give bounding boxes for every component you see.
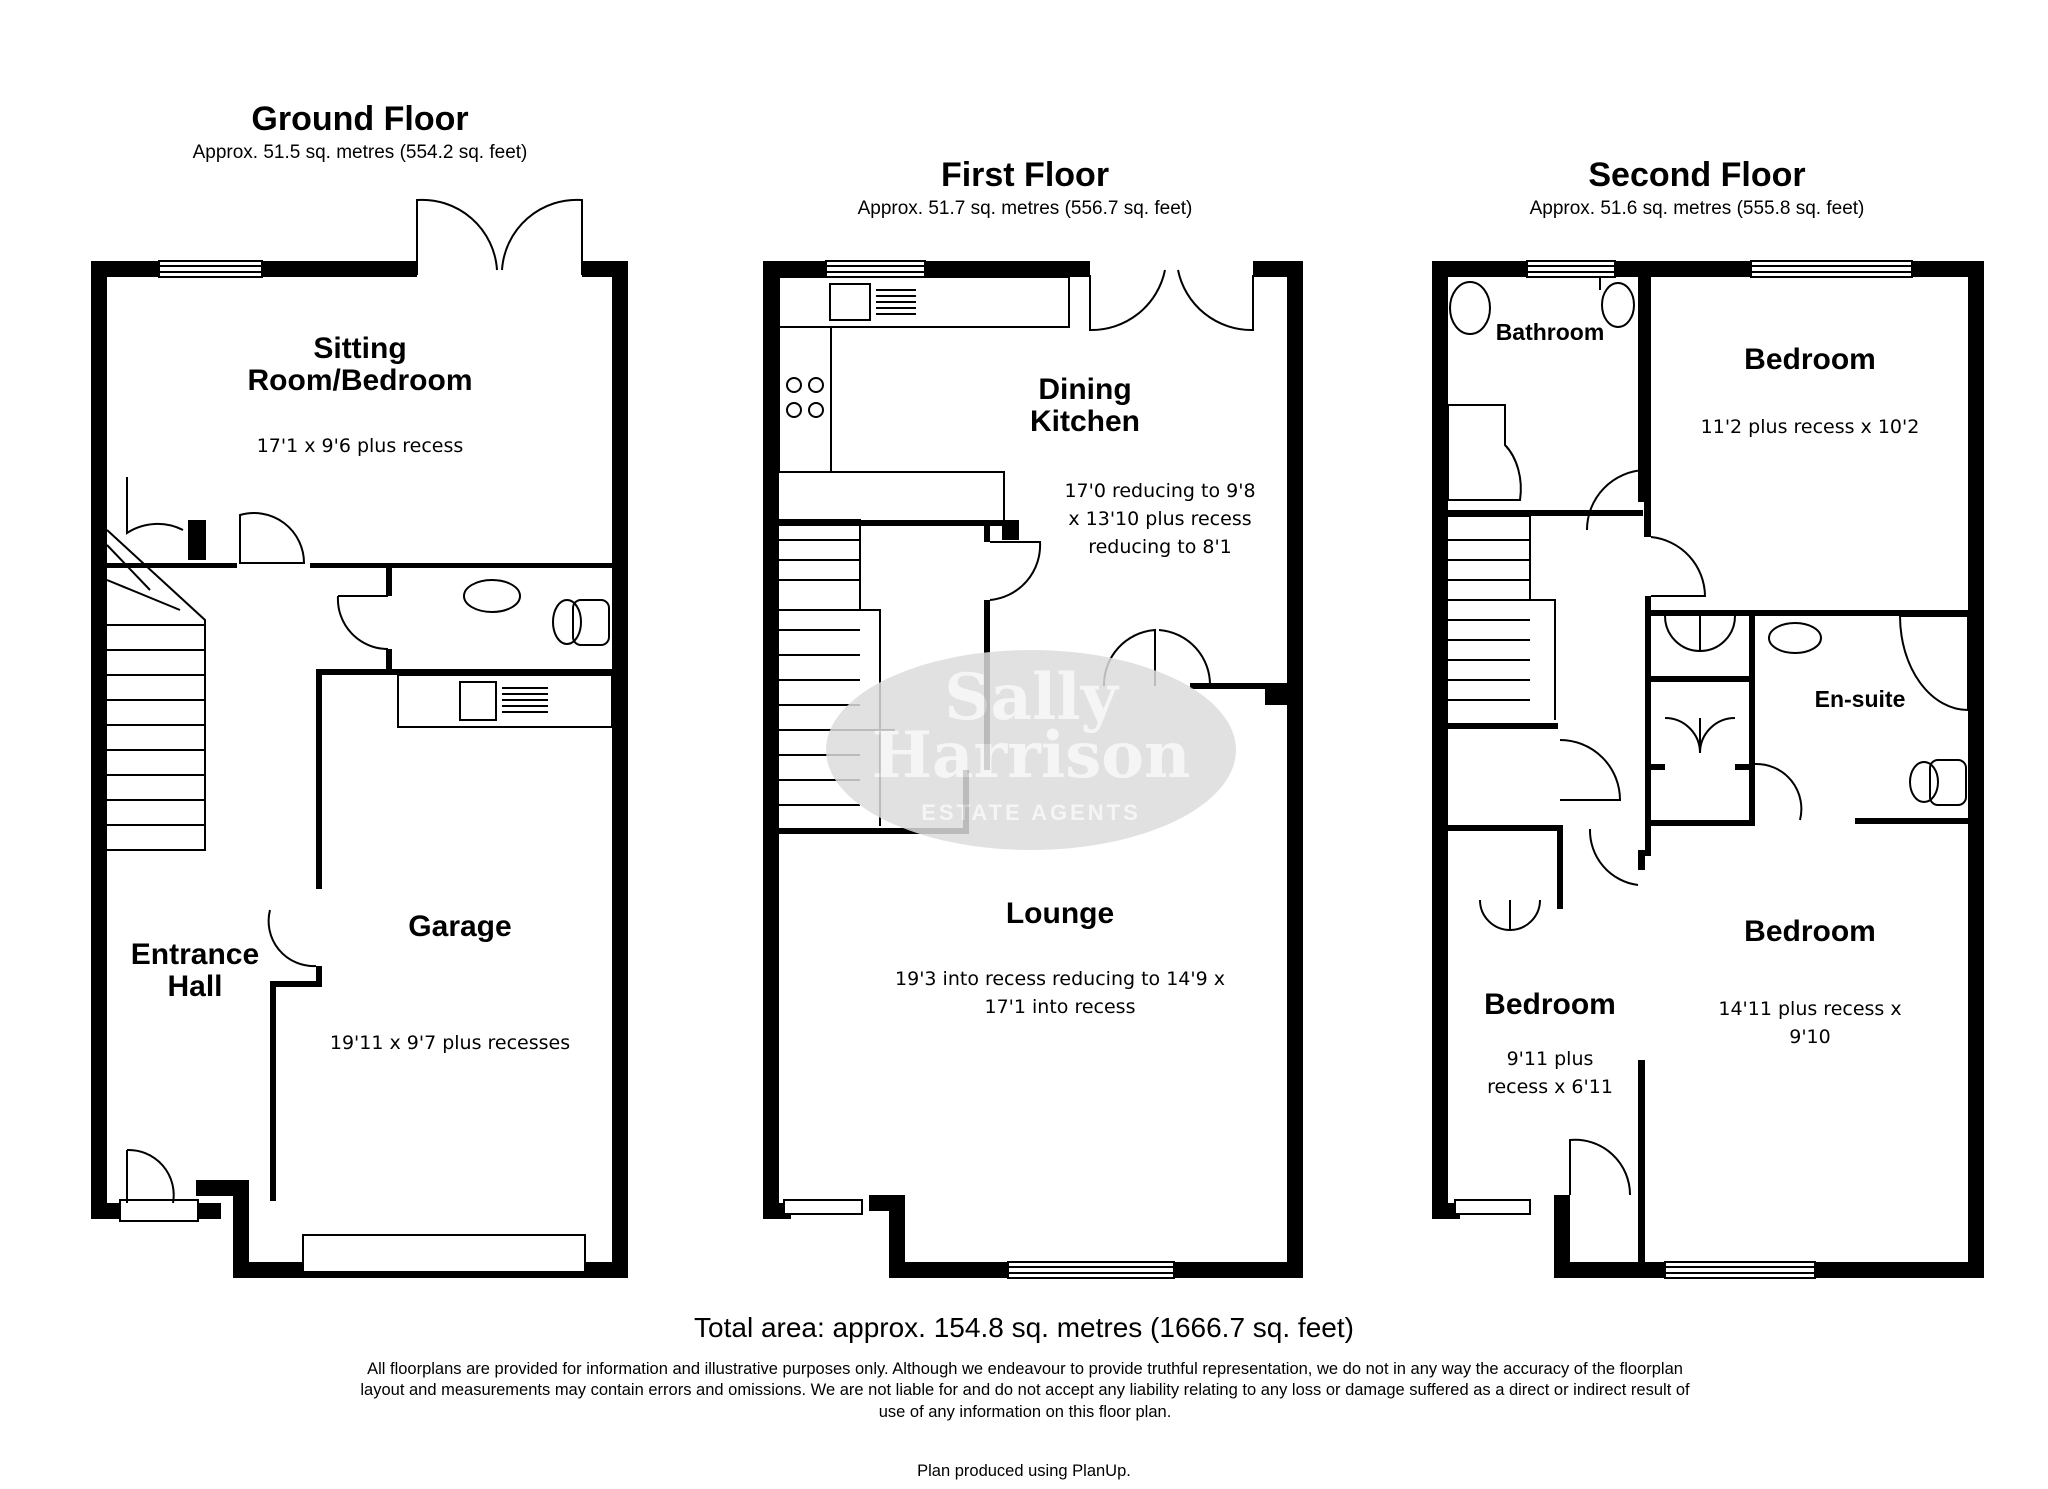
disclaimer: All floorplans are provided for informat… [360,1360,1690,1421]
sitting-room-dimensions: 17'1 x 9'6 plus recess [256,435,464,457]
watermark-name-line2: Harrison [871,718,1191,793]
garage-dimensions: 19'11 x 9'7 plus recesses [329,1032,571,1054]
rear-right-bedroom-dimensions-line2: 9'10 [1789,1026,1831,1048]
lounge-dimensions-line1: 19'3 into recess reducing to 14'9 x [895,968,1225,990]
rear-left-bedroom-dimensions-line1: 9'11 plus [1506,1048,1594,1070]
estate-agent-watermark: Sally Harrison ESTATE AGENTS [826,650,1236,850]
rear-right-bedroom-dimensions-line1: 14'11 plus recess x [1718,998,1902,1020]
second-floor-title: Second Floor [1588,156,1806,194]
ground-floor-title: Ground Floor [251,100,469,138]
front-bedroom-dimensions: 11'2 plus recess x 10'2 [1700,416,1920,438]
produced-by: Plan produced using PlanUp. [917,1462,1131,1480]
watermark-name-line1: Sally [944,660,1118,735]
lounge-dimensions-line2: 17'1 into recess [984,996,1136,1018]
entrance-hall-name-line2: Hall [167,970,223,1003]
sitting-room-name-line1: Sitting [313,332,407,365]
total-area: Total area: approx. 154.8 sq. metres (16… [694,1312,1354,1343]
bathroom-name: Bathroom [1495,319,1605,345]
dining-kitchen-dimensions-line3: reducing to 8'1 [1088,536,1232,558]
first-floor-plan [763,260,1303,1279]
watermark-tagline: ESTATE AGENTS [921,800,1141,825]
rear-left-bedroom-dimensions-line2: recess x 6'11 [1487,1076,1613,1098]
ground-floor-area: Approx. 51.5 sq. metres (554.2 sq. feet) [192,142,528,163]
dining-kitchen-dimensions-line1: 17'0 reducing to 9'8 [1064,480,1256,502]
first-floor-area: Approx. 51.7 sq. metres (556.7 sq. feet) [857,198,1193,219]
ground-floor-plan [91,198,628,1278]
sitting-room-name-line2: Room/Bedroom [247,364,473,397]
rear-left-bedroom-name: Bedroom [1484,988,1616,1021]
dining-kitchen-name-line2: Kitchen [1029,405,1140,438]
entrance-hall-name-line1: Entrance [130,938,260,971]
dining-kitchen-name-line1: Dining [1038,373,1132,406]
ensuite-name: En-suite [1814,686,1906,712]
garage-name: Garage [408,910,512,943]
front-bedroom-name: Bedroom [1744,343,1876,376]
lounge-name: Lounge [1005,897,1115,930]
rear-right-bedroom-name: Bedroom [1744,915,1876,948]
second-floor-area: Approx. 51.6 sq. metres (555.8 sq. feet) [1529,198,1865,219]
second-floor-plan [1432,260,1984,1279]
first-floor-title: First Floor [940,156,1110,194]
dining-kitchen-dimensions-line2: x 13'10 plus recess [1068,508,1252,530]
